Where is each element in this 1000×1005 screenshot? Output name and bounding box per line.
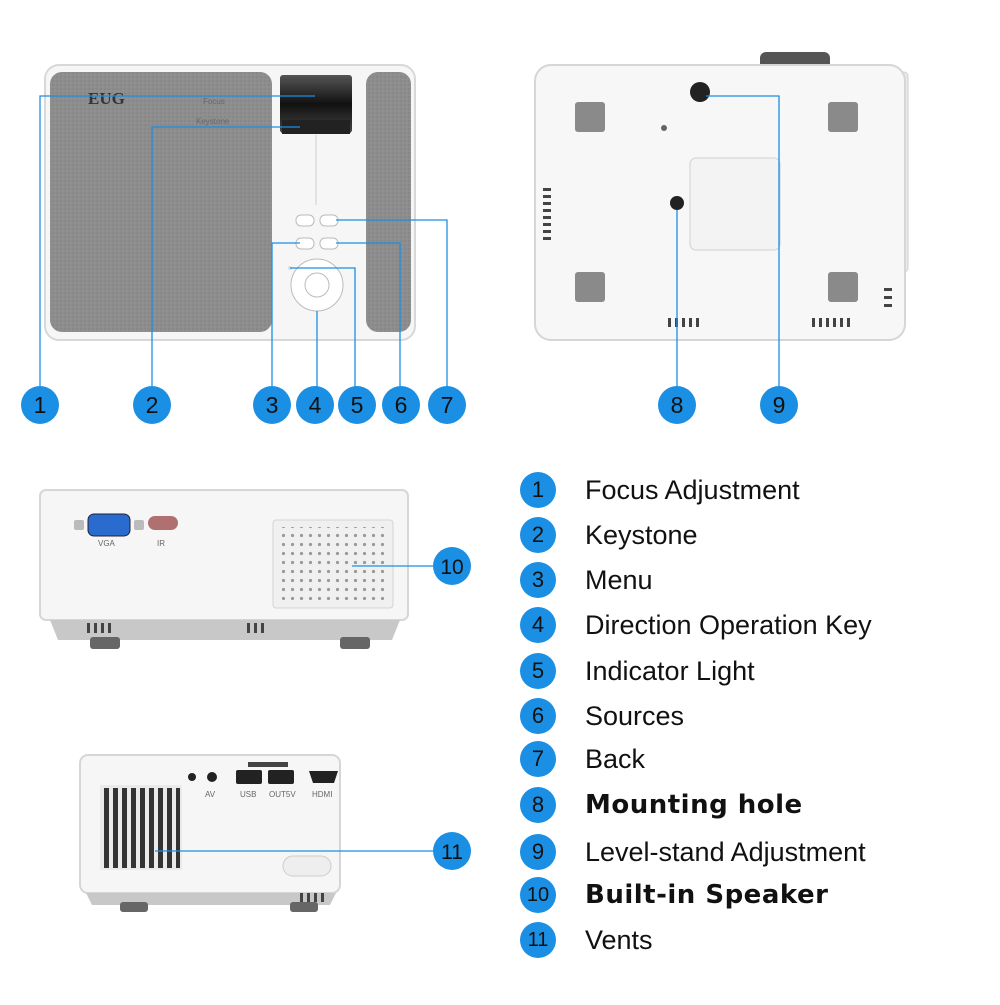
power-button: [295, 214, 315, 227]
callout-4: 4: [296, 386, 334, 424]
legend-badge: 6: [520, 698, 556, 734]
cover-plate: [689, 157, 781, 251]
legend-badge: 11: [520, 922, 556, 958]
legend-badge: 8: [520, 787, 556, 823]
keystone-wheel: [282, 120, 350, 134]
av-jack: [207, 772, 217, 782]
legend-item-back: 7 Back: [520, 739, 990, 779]
legend-label: Level-stand Adjustment: [585, 837, 866, 867]
callout-10: 10: [433, 547, 471, 585]
legend-item-keystone: 2 Keystone: [520, 515, 990, 555]
sd-card-slot: [248, 762, 288, 767]
mounting-hole: [670, 196, 684, 210]
side-view-projector: [39, 489, 409, 649]
legend-label: Built-in Speaker: [585, 880, 829, 910]
level-stand-knob: [690, 82, 710, 102]
svg-text:11: 11: [441, 841, 463, 864]
callout-1: 1: [21, 386, 59, 424]
svg-text:6: 6: [395, 392, 408, 418]
legend-badge: 3: [520, 562, 556, 598]
legend-badge: 5: [520, 653, 556, 689]
out5v-port: [268, 770, 294, 784]
rubber-foot: [828, 102, 858, 132]
brand-logo: EUG: [88, 89, 125, 108]
legend-badge: 1: [520, 472, 556, 508]
legend-badge: 7: [520, 741, 556, 777]
legend-label: Mounting hole: [585, 790, 803, 820]
top-fabric-panel: [50, 72, 272, 332]
headphone-jack: [188, 773, 196, 781]
legend-label: Vents: [585, 925, 653, 955]
legend-item-focus-adjustment: 1 Focus Adjustment: [520, 470, 990, 510]
legend-item-direction-operation-key: 4 Direction Operation Key: [520, 605, 990, 645]
keystone-panel-label: Keystone: [196, 117, 230, 126]
legend-item-mounting-hole: 8 Mounting hole: [520, 785, 990, 825]
svg-text:2: 2: [146, 392, 159, 418]
svg-text:7: 7: [441, 392, 454, 418]
callout-8: 8: [658, 386, 696, 424]
legend-item-indicator-light: 5 Indicator Light: [520, 651, 990, 691]
speaker-grille: [282, 527, 384, 601]
callout-6: 6: [382, 386, 420, 424]
callout-5: 5: [338, 386, 376, 424]
legend-item-built-in-speaker: 10 Built-in Speaker: [520, 875, 990, 915]
rubber-foot: [575, 102, 605, 132]
rubber-foot: [828, 272, 858, 302]
svg-text:8: 8: [671, 392, 684, 418]
legend-item-vents: 11 Vents: [520, 920, 990, 960]
top-view-projector: [44, 64, 416, 341]
hdmi-port: [309, 771, 338, 783]
usb-label: USB: [240, 790, 256, 799]
usb-port: [236, 770, 262, 784]
callout-11: 11: [433, 832, 471, 870]
callout-3: 3: [253, 386, 291, 424]
side-fabric-strip: [366, 72, 411, 332]
vga-port: [87, 513, 131, 537]
legend-label: Keystone: [585, 520, 698, 550]
leader-lines: [39, 95, 780, 852]
svg-text:9: 9: [773, 392, 786, 418]
callout-7: 7: [428, 386, 466, 424]
ok-button: [304, 272, 330, 298]
callout-2: 2: [133, 386, 171, 424]
legend-label: Focus Adjustment: [585, 475, 800, 505]
source-button: [319, 237, 339, 250]
legend-badge: 4: [520, 607, 556, 643]
hdmi-label: HDMI: [312, 790, 332, 799]
svg-text:3: 3: [266, 392, 279, 418]
av-label: AV: [205, 790, 216, 799]
callout-9: 9: [760, 386, 798, 424]
legend-badge: 2: [520, 517, 556, 553]
legend-item-sources: 6 Sources: [520, 696, 990, 736]
legend-label: Menu: [585, 565, 653, 595]
legend-item-level-stand-adjustment: 9 Level-stand Adjustment: [520, 832, 990, 872]
legend-item-menu: 3 Menu: [520, 560, 990, 600]
bottom-view-projector: [534, 52, 909, 341]
focus-wheel: [280, 75, 352, 133]
legend-badge: 10: [520, 877, 556, 913]
svg-text:1: 1: [34, 392, 47, 418]
out5v-label: OUT5V: [269, 790, 296, 799]
ir-receiver: [148, 516, 178, 530]
rubber-foot: [575, 272, 605, 302]
legend-label: Indicator Light: [585, 656, 755, 686]
legend-badge: 9: [520, 834, 556, 870]
legend-label: Direction Operation Key: [585, 610, 872, 640]
svg-text:4: 4: [309, 392, 322, 418]
svg-text:5: 5: [351, 392, 364, 418]
ir-label: IR: [157, 539, 165, 548]
back-button: [319, 214, 339, 227]
vga-label: VGA: [98, 539, 116, 548]
legend-label: Sources: [585, 701, 685, 731]
legend-label: Back: [585, 744, 646, 774]
back-view-projector: [79, 754, 341, 912]
focus-panel-label: Focus: [203, 97, 225, 106]
svg-text:10: 10: [440, 556, 463, 579]
